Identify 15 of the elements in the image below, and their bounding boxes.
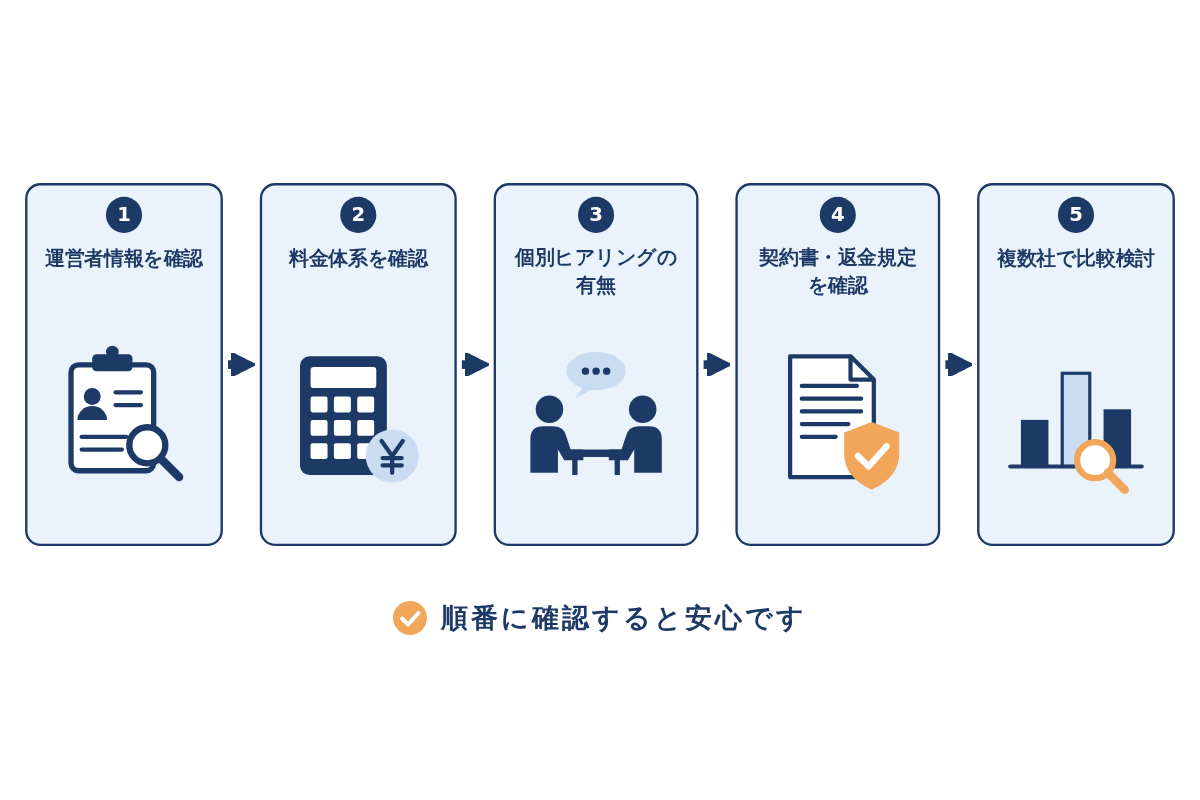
step-title: 料金体系を確認 — [289, 246, 428, 273]
step-number: 4 — [830, 203, 845, 228]
step-number: 5 — [1069, 203, 1083, 228]
step-title: 契約書・返金規定を確認 — [758, 245, 918, 299]
arrow — [461, 352, 490, 378]
note-text: 順番に確認すると安心です — [441, 601, 807, 635]
step-number: 1 — [117, 203, 131, 228]
step-number: 3 — [589, 203, 603, 228]
arrow — [703, 352, 732, 378]
arrow — [945, 352, 974, 378]
arrow — [228, 352, 256, 378]
step-title: 個別ヒアリングの有無 — [514, 245, 678, 299]
step-title: 運営者情報を確認 — [45, 246, 203, 273]
step-title: 複数社で比較検討 — [997, 246, 1155, 273]
step-number: 2 — [351, 203, 366, 228]
